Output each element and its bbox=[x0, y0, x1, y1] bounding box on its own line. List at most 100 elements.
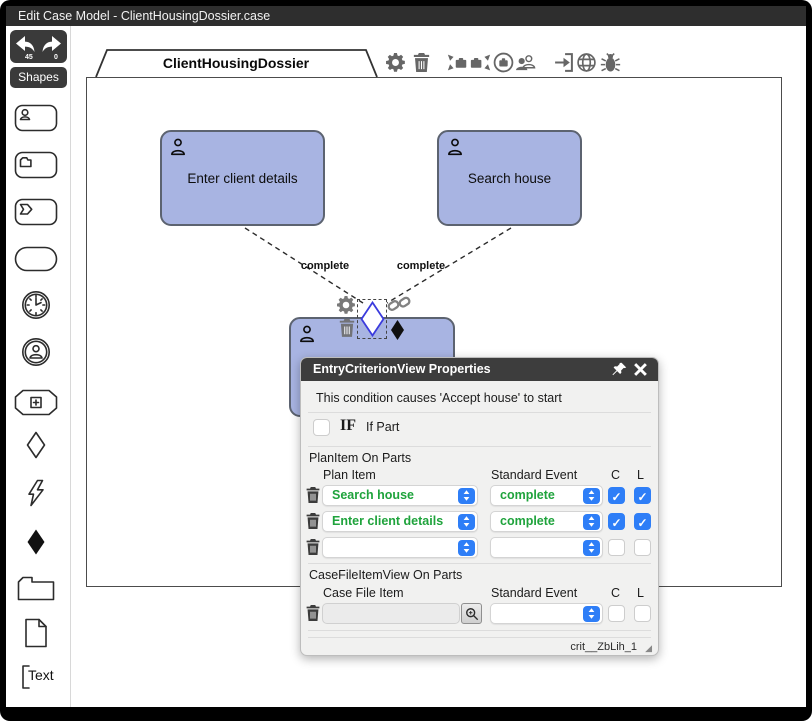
connector-link-icon[interactable] bbox=[387, 294, 412, 314]
undo-count: 45 bbox=[25, 54, 33, 61]
connector-label: complete bbox=[396, 260, 446, 272]
plan-item-select[interactable] bbox=[322, 537, 478, 558]
palette-timer-event-shape[interactable] bbox=[21, 290, 51, 320]
case-plan-tab-label: ClientHousingDossier bbox=[162, 55, 310, 71]
select-stepper-icon bbox=[458, 513, 475, 530]
plan-item-value: Search house bbox=[332, 488, 414, 502]
palette-case-file-folder-shape[interactable] bbox=[17, 574, 55, 601]
delete-row-button[interactable] bbox=[305, 485, 321, 505]
palette-entry-criterion-shape[interactable] bbox=[26, 431, 46, 459]
plan-item-select[interactable]: Search house bbox=[322, 485, 478, 506]
separator bbox=[308, 446, 651, 447]
select-stepper-icon bbox=[458, 487, 475, 504]
l-checkbox[interactable] bbox=[634, 539, 651, 556]
palette-process-task-shape[interactable] bbox=[14, 198, 58, 226]
standard-event-value: complete bbox=[500, 488, 555, 502]
if-part-checkbox[interactable] bbox=[313, 419, 330, 436]
browse-case-file-button[interactable] bbox=[461, 603, 482, 624]
dialog-title: EntryCriterionView Properties bbox=[313, 362, 491, 376]
standard-event-select[interactable]: complete bbox=[490, 485, 603, 506]
palette-text-annotation-shape[interactable]: Text bbox=[20, 664, 54, 690]
human-task-person-icon bbox=[448, 138, 462, 156]
plan-item-value: Enter client details bbox=[332, 514, 444, 528]
l-checkbox[interactable] bbox=[634, 605, 651, 622]
col-l: L bbox=[637, 468, 644, 482]
palette-user-event-shape[interactable] bbox=[21, 337, 51, 367]
debug-icon[interactable] bbox=[600, 52, 621, 73]
export-icon[interactable] bbox=[553, 52, 574, 73]
c-checkbox[interactable] bbox=[608, 513, 625, 530]
palette-stage-shape[interactable] bbox=[14, 389, 58, 416]
delete-element-icon[interactable] bbox=[338, 318, 356, 340]
l-checkbox[interactable] bbox=[634, 487, 651, 504]
separator bbox=[308, 563, 651, 564]
c-checkbox[interactable] bbox=[608, 487, 625, 504]
palette-milestone-shape[interactable] bbox=[14, 246, 58, 272]
deploy-icon[interactable] bbox=[576, 52, 597, 73]
undo-arrow-icon[interactable] bbox=[14, 35, 37, 55]
if-part-label: If Part bbox=[366, 420, 400, 434]
select-stepper-icon bbox=[458, 539, 475, 556]
pin-icon[interactable] bbox=[612, 362, 627, 377]
roles-icon[interactable] bbox=[515, 52, 536, 73]
palette-event-listener-shape[interactable] bbox=[27, 479, 45, 507]
exit-criterion-diamond[interactable] bbox=[390, 319, 405, 341]
case-plan-tab bbox=[95, 49, 378, 78]
c-checkbox[interactable] bbox=[608, 539, 625, 556]
delete-row-button[interactable] bbox=[305, 511, 321, 531]
case-file-icon[interactable] bbox=[493, 52, 514, 73]
col-case-file-item: Case File Item bbox=[323, 586, 404, 600]
properties-dialog: EntryCriterionView Properties This condi… bbox=[300, 357, 659, 656]
redo-arrow-icon[interactable] bbox=[40, 35, 63, 55]
col-c: C bbox=[611, 468, 621, 482]
l-checkbox[interactable] bbox=[634, 513, 651, 530]
shrink-icon[interactable] bbox=[447, 52, 468, 73]
standard-event-value: complete bbox=[500, 514, 555, 528]
standard-event-select[interactable] bbox=[490, 537, 603, 558]
plan-item-select[interactable]: Enter client details bbox=[322, 511, 478, 532]
expand-icon[interactable] bbox=[470, 52, 491, 73]
separator bbox=[308, 630, 651, 631]
window-titlebar: Edit Case Model - ClientHousingDossier.c… bbox=[6, 6, 806, 26]
palette-exit-criterion-shape[interactable] bbox=[26, 528, 46, 556]
task-label: Enter client details bbox=[187, 170, 298, 186]
window-title: Edit Case Model - ClientHousingDossier.c… bbox=[18, 9, 271, 23]
col-c: C bbox=[611, 586, 621, 600]
select-stepper-icon bbox=[583, 487, 600, 504]
separator bbox=[308, 412, 651, 413]
standard-event-select[interactable] bbox=[490, 603, 603, 624]
resize-grip-icon[interactable]: ◢ bbox=[645, 643, 652, 653]
c-checkbox[interactable] bbox=[608, 605, 625, 622]
task-enter-client-details[interactable]: Enter client details bbox=[160, 130, 325, 226]
palette-human-task-shape[interactable] bbox=[14, 104, 58, 132]
delete-row-button[interactable] bbox=[305, 603, 321, 623]
properties-gear-icon[interactable] bbox=[336, 295, 356, 315]
connector-label: complete bbox=[300, 260, 350, 272]
standard-event-select[interactable]: complete bbox=[490, 511, 603, 532]
palette-case-file-item-shape[interactable] bbox=[24, 618, 48, 648]
selection-box bbox=[357, 299, 387, 339]
entry-criterion-diamond[interactable] bbox=[360, 301, 385, 337]
select-stepper-icon bbox=[583, 605, 600, 622]
col-l: L bbox=[637, 586, 644, 600]
case-file-item-input[interactable] bbox=[322, 603, 460, 624]
text-annotation-label: Text bbox=[28, 667, 54, 683]
settings-icon[interactable] bbox=[385, 52, 406, 73]
col-plan-item: Plan Item bbox=[323, 468, 376, 482]
task-search-house[interactable]: Search house bbox=[437, 130, 582, 226]
delete-icon[interactable] bbox=[411, 52, 432, 73]
dialog-description: This condition causes 'Accept house' to … bbox=[316, 391, 562, 405]
criterion-id: crit__ZbLih_1 bbox=[570, 641, 637, 653]
redo-count: 0 bbox=[54, 54, 58, 61]
select-stepper-icon bbox=[583, 513, 600, 530]
human-task-person-icon bbox=[171, 138, 185, 156]
if-keyword: IF bbox=[340, 417, 356, 434]
case-file-section-title: CaseFileItemView On Parts bbox=[309, 568, 463, 582]
delete-row-button[interactable] bbox=[305, 537, 321, 557]
col-standard-event: Standard Event bbox=[491, 586, 578, 600]
palette-case-task-shape[interactable] bbox=[14, 151, 58, 179]
close-icon[interactable] bbox=[633, 362, 648, 377]
dialog-header[interactable]: EntryCriterionView Properties bbox=[301, 358, 658, 381]
plan-item-section-title: PlanItem On Parts bbox=[309, 451, 412, 465]
